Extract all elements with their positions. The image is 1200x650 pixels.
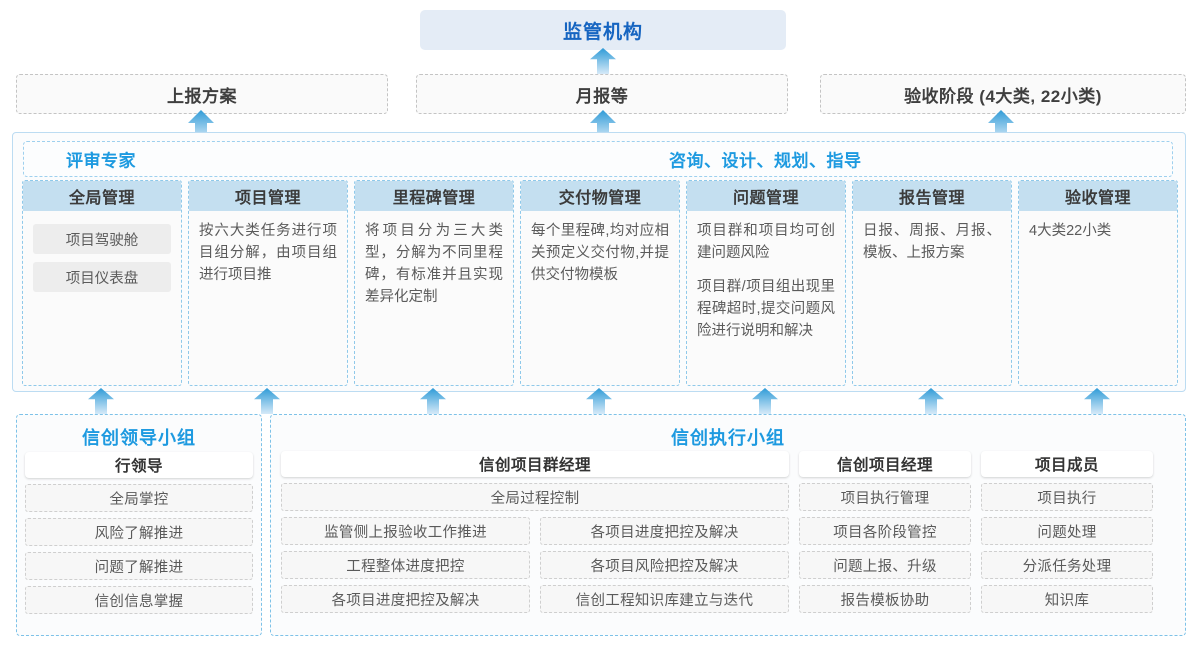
module-paragraph: 项目群和项目均可创建问题风险 [697, 223, 835, 262]
up-arrow-to-module-3 [420, 388, 446, 414]
module-body: 将项目分为三大类型，分解为不同里程碑，有标准并且实现差异化定制 [355, 211, 513, 308]
module-paragraph: 将项目分为三大类型，分解为不同里程碑，有标准并且实现差异化定制 [365, 223, 503, 306]
report-box-acceptance: 验收阶段 (4大类, 22小类) [820, 74, 1186, 114]
execution-group-columns: 信创项目群经理 全局过程控制 监管侧上报验收工作推进 工程整体进度把控 各项目进… [271, 451, 1185, 619]
module-body: 按六大类任务进行项目组分解，由项目组进行项目推 [189, 211, 347, 286]
leadership-item[interactable]: 信创信息掌握 [25, 586, 253, 614]
up-arrow-to-regulator [590, 48, 616, 74]
up-arrow-to-monthly [590, 110, 616, 140]
report-box-label: 月报等 [575, 86, 629, 106]
project-member-item[interactable]: 问题处理 [981, 517, 1153, 545]
module-issue-management[interactable]: 问题管理 项目群和项目均可创建问题风险 项目群/项目组出现里程碑超时,提交问题风… [686, 180, 846, 386]
up-arrow-to-acceptance [988, 110, 1014, 140]
module-title: 里程碑管理 [355, 181, 513, 211]
up-arrow-to-module-7 [1084, 388, 1110, 414]
project-manager-item[interactable]: 报告模板协助 [799, 585, 971, 613]
module-title: 验收管理 [1019, 181, 1177, 211]
module-body: 4大类22小类 [1019, 211, 1177, 242]
module-body: 日报、周报、月报、模板、上报方案 [853, 211, 1011, 264]
program-manager-item[interactable]: 监管侧上报验收工作推进 [281, 517, 530, 545]
project-member-item[interactable]: 项目执行 [981, 483, 1153, 511]
project-manager-column: 信创项目经理 项目执行管理 项目各阶段管控 问题上报、升级 报告模板协助 [799, 451, 971, 619]
project-manager-item[interactable]: 项目各阶段管控 [799, 517, 971, 545]
module-title: 项目管理 [189, 181, 347, 211]
regulator-box: 监管机构 [420, 10, 786, 50]
band-label-review-expert: 评审专家 [66, 151, 136, 171]
module-body: 项目群和项目均可创建问题风险 项目群/项目组出现里程碑超时,提交问题风险进行说明… [687, 211, 845, 342]
leadership-item[interactable]: 全局掌控 [25, 484, 253, 512]
program-manager-column: 信创项目群经理 全局过程控制 监管侧上报验收工作推进 工程整体进度把控 各项目进… [281, 451, 789, 619]
up-arrow-to-module-1 [88, 388, 114, 414]
report-box-label: 验收阶段 (4大类, 22小类) [904, 86, 1102, 106]
module-body: 项目驾驶舱 项目仪表盘 [23, 211, 181, 292]
module-paragraph: 项目群/项目组出现里程碑超时,提交问题风险进行说明和解决 [697, 279, 835, 340]
program-manager-right-col: 各项目进度把控及解决 各项目风险把控及解决 信创工程知识库建立与迭代 [540, 517, 789, 619]
module-paragraph: 按六大类任务进行项目组分解，由项目组进行项目推 [199, 223, 337, 284]
module-paragraph: 每个里程碑,均对应相关预定义交付物,并提供交付物模板 [531, 223, 669, 284]
module-milestone-management[interactable]: 里程碑管理 将项目分为三大类型，分解为不同里程碑，有标准并且实现差异化定制 [354, 180, 514, 386]
project-member-item[interactable]: 知识库 [981, 585, 1153, 613]
module-paragraph: 4大类22小类 [1029, 223, 1112, 239]
leadership-item[interactable]: 问题了解推进 [25, 552, 253, 580]
program-manager-head[interactable]: 信创项目群经理 [281, 451, 789, 477]
leadership-group-items: 行领导 全局掌控 风险了解推进 问题了解推进 信创信息掌握 [17, 452, 261, 614]
module-report-management[interactable]: 报告管理 日报、周报、月报、模板、上报方案 [852, 180, 1012, 386]
program-manager-item[interactable]: 信创工程知识库建立与迭代 [540, 585, 789, 613]
module-title: 报告管理 [853, 181, 1011, 211]
leadership-group-title: 信创领导小组 [82, 428, 196, 448]
project-manager-head[interactable]: 信创项目经理 [799, 451, 971, 477]
module-global-management[interactable]: 全局管理 项目驾驶舱 项目仪表盘 [22, 180, 182, 386]
leadership-group-panel: 信创领导小组 行领导 全局掌控 风险了解推进 问题了解推进 信创信息掌握 [16, 414, 262, 636]
leadership-item[interactable]: 风险了解推进 [25, 518, 253, 546]
up-arrow-to-plan [188, 110, 214, 140]
module-deliverable-management[interactable]: 交付物管理 每个里程碑,均对应相关预定义交付物,并提供交付物模板 [520, 180, 680, 386]
project-member-column: 项目成员 项目执行 问题处理 分派任务处理 知识库 [981, 451, 1153, 619]
program-manager-item[interactable]: 工程整体进度把控 [281, 551, 530, 579]
module-title: 问题管理 [687, 181, 845, 211]
module-project-management[interactable]: 项目管理 按六大类任务进行项目组分解，由项目组进行项目推 [188, 180, 348, 386]
module-acceptance-management[interactable]: 验收管理 4大类22小类 [1018, 180, 1178, 386]
project-member-head[interactable]: 项目成员 [981, 451, 1153, 477]
band-label-consulting: 咨询、设计、规划、指导 [669, 151, 862, 171]
module-body: 每个里程碑,均对应相关预定义交付物,并提供交付物模板 [521, 211, 679, 286]
up-arrow-to-module-6 [918, 388, 944, 414]
project-member-item[interactable]: 分派任务处理 [981, 551, 1153, 579]
middle-label-band: 评审专家 咨询、设计、规划、指导 [23, 141, 1173, 177]
report-box-monthly: 月报等 [416, 74, 788, 114]
report-box-plan: 上报方案 [16, 74, 388, 114]
program-manager-full-item[interactable]: 全局过程控制 [281, 483, 789, 511]
program-manager-item[interactable]: 各项目进度把控及解决 [281, 585, 530, 613]
module-chip[interactable]: 项目仪表盘 [33, 262, 171, 292]
module-paragraph: 日报、周报、月报、模板、上报方案 [863, 223, 1001, 262]
regulator-label: 监管机构 [562, 21, 643, 43]
module-chip[interactable]: 项目驾驶舱 [33, 224, 171, 254]
module-title: 全局管理 [23, 181, 181, 211]
program-manager-left-col: 监管侧上报验收工作推进 工程整体进度把控 各项目进度把控及解决 [281, 517, 530, 619]
module-title: 交付物管理 [521, 181, 679, 211]
up-arrow-to-module-2 [254, 388, 280, 414]
program-manager-item[interactable]: 各项目进度把控及解决 [540, 517, 789, 545]
program-manager-item[interactable]: 各项目风险把控及解决 [540, 551, 789, 579]
project-manager-item[interactable]: 项目执行管理 [799, 483, 971, 511]
up-arrow-to-module-5 [752, 388, 778, 414]
program-manager-grid: 监管侧上报验收工作推进 工程整体进度把控 各项目进度把控及解决 各项目进度把控及… [281, 517, 789, 619]
leadership-head[interactable]: 行领导 [25, 452, 253, 478]
report-box-label: 上报方案 [167, 86, 237, 106]
up-arrow-to-module-4 [586, 388, 612, 414]
project-manager-item[interactable]: 问题上报、升级 [799, 551, 971, 579]
execution-group-panel: 信创执行小组 信创项目群经理 全局过程控制 监管侧上报验收工作推进 工程整体进度… [270, 414, 1186, 636]
execution-group-title: 信创执行小组 [671, 428, 785, 448]
